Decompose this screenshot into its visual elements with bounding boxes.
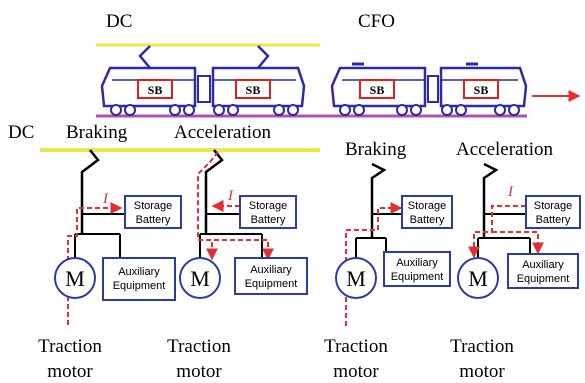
auxiliary-label-2: Equipment [245,278,298,290]
cfo-train-car-2 [439,66,528,108]
storage-battery-label-2: Battery [536,214,571,226]
circuit-cfo-acceleration: I Storage Battery M Auxiliary Equipment [457,162,581,299]
cfo-braking-label: Braking [345,139,407,160]
pickup-wire [204,149,224,214]
pickup-wire [80,149,100,214]
current-flow-to-auxiliary [214,239,274,261]
cfo-train: SB SB [330,62,528,116]
auxiliary-label-2: Equipment [517,273,570,285]
sb-box-3 [359,79,395,99]
sb-box-2 [235,79,271,99]
motor-caption-1: motor [47,361,93,382]
traction-motor-symbol [457,257,499,299]
motor-label: M [190,266,210,291]
motor-caption-3: motor [333,361,379,382]
storage-battery-box [124,195,182,229]
auxiliary-label-2: Equipment [391,271,444,283]
dc-acceleration-label: Acceleration [174,122,272,143]
auxiliary-equipment-box [383,251,451,287]
traction-label-1: Traction [38,336,102,357]
cfo-top-label: CFO [358,11,395,32]
auxiliary-equipment-box [102,257,176,301]
dc-left-label: DC [8,122,34,143]
motor-caption-2: motor [176,361,222,382]
pantograph-left [138,45,151,69]
sb-box-1 [137,79,173,99]
dc-train-car-1 [100,66,197,108]
storage-battery-label-1: Storage [134,200,173,212]
circuit-dc-acceleration: I Storage Battery M Auxiliary Equipment [179,149,308,299]
auxiliary-equipment-box [507,253,579,289]
traction-label-3: Traction [324,336,388,357]
sb-label-1: SB [148,83,163,97]
dc-train-coupler [197,75,211,103]
current-label: I [227,188,234,204]
current-flow-to-auxiliary [492,231,544,255]
sb-label-2: SB [246,83,261,97]
motor-label: M [468,266,488,291]
traction-motor-symbol [179,257,221,299]
auxiliary-label-1: Auxiliary [396,257,438,269]
storage-battery-label-2: Battery [251,214,286,226]
storage-battery-box [239,195,297,229]
storage-battery-label-1: Storage [249,200,288,212]
auxiliary-label-1: Auxiliary [522,259,564,271]
storage-battery-label-1: Storage [534,200,573,212]
traction-label-2: Traction [167,336,231,357]
pickup-wire [482,162,499,224]
circuit-dc-braking: I Storage Battery M Auxiliary Equipment [54,149,182,325]
traction-motor-symbol [335,257,377,299]
dc-train-car-2 [211,66,306,108]
auxiliary-label-2: Equipment [113,280,166,292]
storage-battery-box [525,195,581,229]
current-label: I [507,184,514,200]
storage-battery-label-2: Battery [410,214,445,226]
auxiliary-label-1: Auxiliary [250,264,292,276]
motor-caption-4: motor [459,361,505,382]
pantograph-right [257,45,270,69]
sb-label-4: SB [474,83,489,97]
motor-label: M [346,266,366,291]
current-label: I [102,191,109,207]
pickup-wire [370,162,387,224]
dc-top-label: DC [106,11,132,32]
auxiliary-label-1: Auxiliary [118,266,160,278]
storage-battery-label-2: Battery [136,214,171,226]
storage-battery-box [401,195,453,229]
dc-braking-label: Braking [66,122,128,143]
traction-label-4: Traction [450,336,514,357]
cfo-acceleration-label: Acceleration [456,139,554,160]
sb-box-4 [463,79,499,99]
current-flow-to-motor [197,151,219,261]
sb-label-3: SB [370,83,385,97]
storage-battery-label-1: Storage [408,200,447,212]
dc-train: SB SB [100,66,306,116]
traction-motor-symbol [54,257,96,299]
cfo-train-car-1 [330,66,427,108]
auxiliary-equipment-box [234,257,308,295]
motor-label: M [65,266,85,291]
circuit-cfo-braking: Storage Battery M Auxiliary Equipment [335,162,453,326]
cfo-train-coupler [427,75,439,103]
